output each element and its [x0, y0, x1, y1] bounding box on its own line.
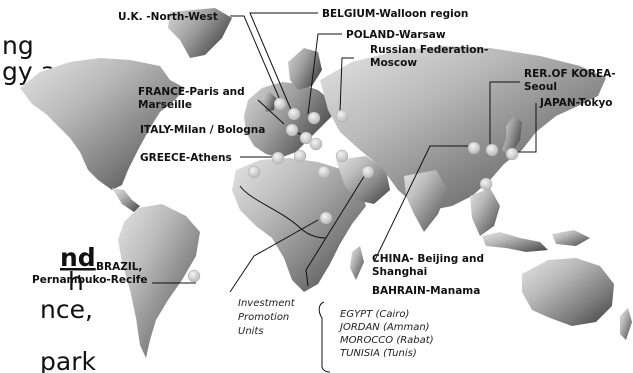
label-bahrain: BAHRAIN-Manama [372, 285, 480, 297]
marker-belgium [287, 107, 301, 121]
south-america-shape [118, 204, 200, 358]
central-america-shape [112, 188, 140, 212]
bg-text-line1: ng [2, 31, 34, 60]
marker-brazil [187, 269, 201, 283]
north-america-shape [20, 58, 185, 190]
label-korea-2: Seoul [524, 81, 557, 93]
label-tunisia: TUNISIA (Tunis) [340, 348, 417, 359]
france-leader [257, 99, 285, 125]
bg-text-line3: nd [60, 243, 96, 272]
label-italy: ITALY-Milan / Bologna [140, 124, 265, 136]
greenland-shape [168, 8, 232, 58]
new-guinea-shape [552, 230, 590, 246]
city-markers [187, 97, 519, 283]
label-brazil-1: BRAZIL, [96, 261, 142, 273]
ipu-country-bracket [318, 301, 331, 373]
label-ipu-2: Promotion [238, 312, 289, 323]
marker-japan [505, 147, 519, 161]
korea-leader [489, 81, 520, 148]
belgium-leader [249, 12, 318, 113]
marker-poland [307, 111, 321, 125]
marker-uk [273, 97, 287, 111]
label-uk: U.K. -North-West [118, 11, 218, 23]
australia-shape [522, 258, 614, 326]
label-korea-1: RER.OF KOREA- [524, 68, 616, 80]
label-france-2: Marseille [138, 99, 192, 111]
africa-shape [232, 158, 366, 292]
label-poland: POLAND-Warsaw [346, 29, 446, 41]
marker-africa-south [319, 211, 333, 225]
russia-leader [339, 57, 354, 113]
marker-bahrain [361, 165, 375, 179]
label-ipu-1: Investment [238, 298, 296, 309]
marker-china-beijing [467, 141, 481, 155]
marker-egypt [317, 165, 331, 179]
asia-shape [320, 46, 606, 210]
scandinavia-shape [288, 48, 322, 90]
china-leader [373, 145, 472, 263]
uk-leader [230, 15, 281, 101]
marker-italy [299, 131, 313, 145]
north-africa-bracket [239, 185, 327, 239]
marker-china-shanghai [479, 177, 493, 191]
new-zealand-shape [620, 308, 632, 340]
bg-text-line6: park [40, 347, 96, 373]
india-shape [404, 170, 448, 232]
marker-tunisia [293, 149, 307, 163]
marker-france [285, 123, 299, 137]
madagascar-shape [350, 246, 364, 280]
label-brazil-2: Pernambuko-Recife [32, 274, 147, 286]
label-ipu-3: Units [238, 326, 264, 337]
marker-russia [335, 109, 349, 123]
marker-morocco [247, 165, 261, 179]
label-japan: JAPAN-Tokyo [539, 97, 613, 109]
bg-text-line4: h [68, 267, 84, 296]
label-greece: GREECE-Athens [140, 152, 232, 164]
label-china-1: CHINA- Beijing and [372, 253, 484, 265]
label-jordan: JORDAN (Amman) [338, 322, 430, 333]
label-morocco: MOROCCO (Rabat) [340, 335, 434, 346]
label-belgium: BELGIUM-Walloon region [322, 8, 468, 20]
southeast-asia-shape [470, 188, 500, 236]
continents [20, 8, 632, 358]
leader-lines [152, 12, 537, 373]
indonesia-shape [482, 232, 548, 252]
marker-korea [485, 143, 499, 157]
japan-leader [512, 103, 537, 153]
label-egypt: EGYPT (Cairo) [340, 309, 409, 320]
japan-shape [502, 116, 522, 156]
marker-greece [271, 151, 285, 165]
label-russia-2: Moscow [370, 57, 417, 69]
label-russia-1: Russian Federation- [370, 44, 488, 56]
marker-italy-2 [309, 137, 323, 151]
poland-leader [307, 33, 342, 115]
bg-text-line5: nce, [40, 295, 93, 324]
bahrain-leader [305, 169, 369, 287]
marker-jordan [335, 149, 349, 163]
ipu-leader [229, 219, 319, 293]
label-france-1: FRANCE-Paris and [138, 86, 245, 98]
location-labels: U.K. -North-West BELGIUM-Walloon region … [32, 8, 616, 359]
arabia-shape [336, 156, 390, 204]
label-china-2: Shanghai [372, 266, 427, 278]
